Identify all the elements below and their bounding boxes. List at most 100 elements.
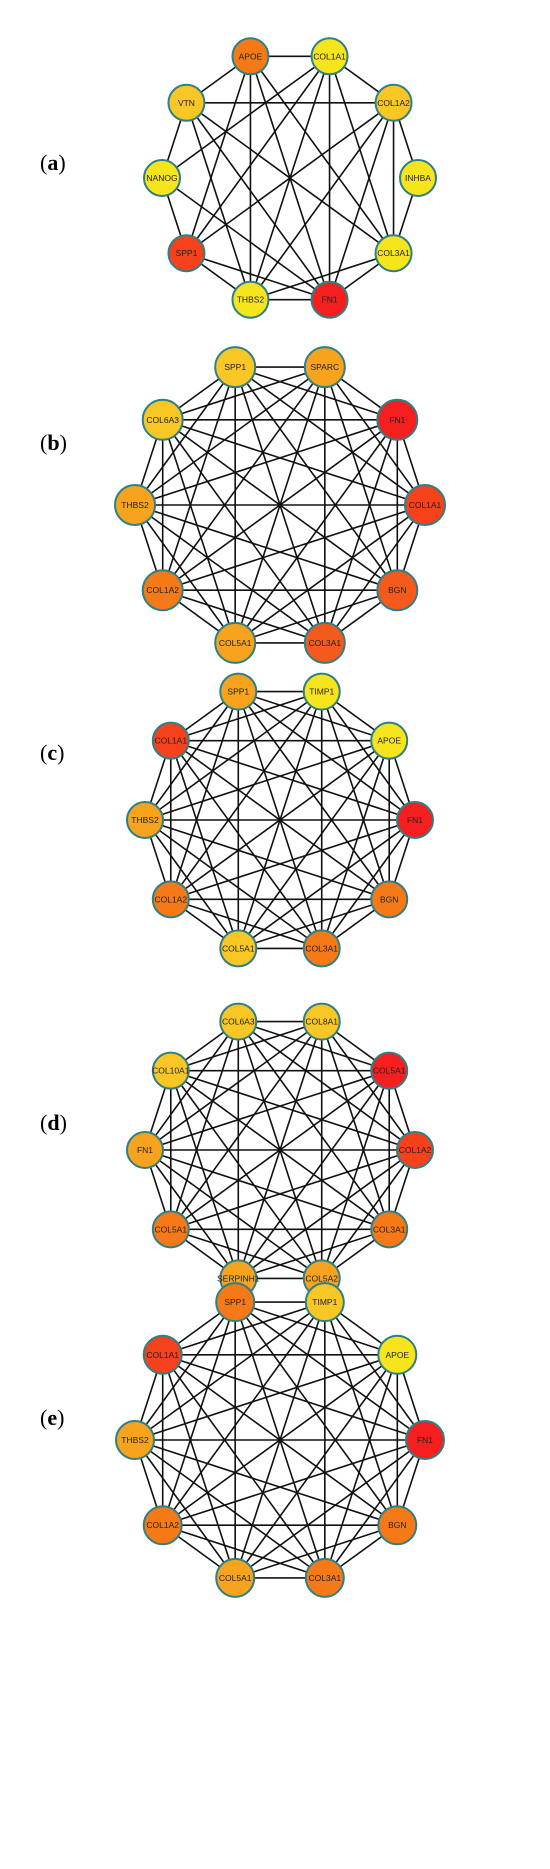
node-circle <box>304 1282 345 1323</box>
node-label: COL5A2 <box>305 1273 338 1283</box>
panel-letter: d <box>47 1110 60 1135</box>
edge <box>237 1021 390 1230</box>
gene-node-bgn: BGN <box>377 1505 418 1546</box>
gene-node-col5a1: COL5A1 <box>214 621 257 664</box>
edge <box>170 740 323 949</box>
edge <box>328 56 395 254</box>
edge <box>237 1021 323 1279</box>
edge <box>185 102 395 254</box>
network-diagram-c: TIMP1APOEFN1BGNCOL3A1COL5A1COL1A2THBS2CO… <box>126 672 434 968</box>
gene-node-col1a1: COL1A1 <box>151 721 190 760</box>
edge <box>144 1149 323 1280</box>
edge <box>170 691 240 900</box>
gene-node-col1a2: COL1A2 <box>396 1131 434 1169</box>
node-label: COL8A1 <box>305 1017 338 1027</box>
panel-letter: b <box>47 430 60 455</box>
edge <box>170 740 240 949</box>
node-label: COL3A1 <box>377 248 410 258</box>
gene-node-col1a2: COL1A2 <box>374 83 413 122</box>
gene-node-col8a1: COL8A1 <box>302 1002 341 1041</box>
edge <box>134 1439 398 1526</box>
edge <box>234 366 326 644</box>
node-label: NANOG <box>146 173 177 183</box>
panel-letter: e <box>47 1405 58 1430</box>
edge <box>238 690 390 742</box>
gene-node-col1a1: COL1A1 <box>142 1334 183 1375</box>
edge <box>144 691 239 821</box>
node-label: FN1 <box>407 815 423 825</box>
node-circle <box>219 1002 258 1041</box>
panel-label-a: (a) <box>40 150 66 175</box>
node-label: BGN <box>388 585 406 595</box>
edge <box>170 1069 416 1151</box>
edge <box>134 1439 326 1579</box>
node-label: BGN <box>388 1520 406 1530</box>
node-circle <box>304 1557 345 1598</box>
node-circle <box>114 484 156 526</box>
node-label: APOE <box>239 51 263 61</box>
edge <box>185 102 331 301</box>
node-circle <box>142 1334 183 1375</box>
panel-letter: a <box>47 150 59 175</box>
node-label: COL5A1 <box>219 638 252 648</box>
node-label: COL10A1 <box>152 1066 190 1076</box>
gene-node-vtn: VTN <box>167 83 206 122</box>
edge <box>185 102 252 300</box>
node-circle <box>167 234 206 273</box>
node-circle <box>377 1334 418 1375</box>
panel-label-b: (b) <box>40 430 67 455</box>
edge <box>144 1021 239 1151</box>
node-circle <box>310 280 349 319</box>
gene-node-col5a1: COL5A1 <box>215 1557 256 1598</box>
node-circle <box>214 621 257 664</box>
gene-node-thbs2: THBS2 <box>231 280 270 319</box>
gene-node-col1a2: COL1A2 <box>141 569 184 612</box>
node-circle <box>376 398 419 441</box>
node-label: THBS2 <box>131 815 159 825</box>
edge <box>170 1070 240 1279</box>
gene-node-bgn: BGN <box>376 569 419 612</box>
gene-node-timp1: TIMP1 <box>304 1282 345 1323</box>
edge <box>134 1301 326 1441</box>
edge <box>161 55 331 179</box>
node-label: TIMP1 <box>312 1297 337 1307</box>
edge <box>134 366 326 506</box>
gene-node-col1a2: COL1A2 <box>151 880 190 919</box>
node-circle <box>370 1051 409 1090</box>
edge <box>162 419 426 506</box>
edge <box>162 1354 426 1441</box>
node-circle <box>219 672 258 711</box>
gene-node-spp1: SPP1 <box>214 346 257 389</box>
edge <box>234 1301 398 1526</box>
node-circle <box>151 1051 190 1090</box>
node-circle <box>151 880 190 919</box>
node-label: COL1A2 <box>154 894 187 904</box>
network-diagram-e: TIMP1APOEFN1BGNCOL3A1COL5A1COL1A2THBS2CO… <box>115 1282 445 1598</box>
edge <box>161 1301 236 1526</box>
edge <box>134 366 236 506</box>
edges <box>161 55 419 301</box>
node-circle <box>370 721 409 760</box>
node-circle <box>215 1557 256 1598</box>
edge <box>237 1149 416 1280</box>
node-circle <box>376 569 419 612</box>
edge <box>170 898 322 950</box>
edge <box>144 819 323 950</box>
edge <box>324 419 399 644</box>
node-label: SPP1 <box>227 687 249 697</box>
edge <box>144 1149 239 1279</box>
edge <box>185 56 252 254</box>
node-label: FN1 <box>417 1435 433 1445</box>
node-label: COL1A2 <box>146 585 179 595</box>
gene-node-col1a2: COL1A2 <box>142 1505 183 1546</box>
edge <box>234 1301 326 1579</box>
node-label: COL5A1 <box>154 1224 187 1234</box>
node-label: FN1 <box>389 415 405 425</box>
node-label: COL3A1 <box>309 1573 342 1583</box>
gene-node-col5a1: COL5A1 <box>151 1210 190 1249</box>
edge <box>161 419 236 644</box>
edge <box>234 366 426 506</box>
edge <box>170 1070 323 1279</box>
edge <box>170 739 416 821</box>
